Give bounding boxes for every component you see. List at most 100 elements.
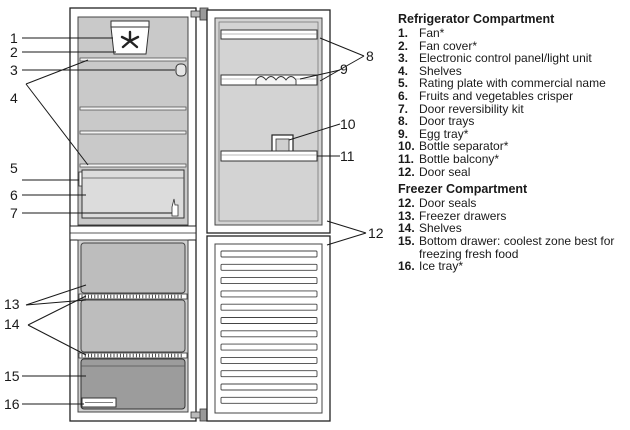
legend-item-number: 9. xyxy=(398,126,409,141)
legend-item-number: 13. xyxy=(398,208,415,223)
legend-item: 10. Bottle separator* xyxy=(398,140,628,153)
freezer-door-rib xyxy=(220,370,318,378)
bottle-balcony xyxy=(220,150,318,162)
callout-7: 7 xyxy=(10,205,18,221)
legend-item-text: Electronic control panel/light unit xyxy=(419,51,592,66)
freezer-door xyxy=(206,235,331,422)
callout-5: 5 xyxy=(10,160,18,176)
legend-item-number: 5. xyxy=(398,76,409,91)
freezer-door-rib xyxy=(220,383,318,391)
legend-item-text: Ice tray* xyxy=(419,259,464,274)
freezer-door-rib xyxy=(220,303,318,311)
legend-item-number: 7. xyxy=(398,101,409,116)
legend-item-number: 4. xyxy=(398,63,409,78)
crisper-drawer xyxy=(81,169,185,219)
fridge-door xyxy=(206,9,331,234)
legend-item-text: Bottle separator* xyxy=(419,139,509,154)
callout-1: 1 xyxy=(10,30,18,46)
legend-item: 2. Fan cover* xyxy=(398,38,628,53)
legend-item: 12. Door seals xyxy=(398,197,628,210)
door-reversibility-kit xyxy=(171,198,179,217)
ice-tray xyxy=(81,397,117,408)
callout-11: 11 xyxy=(340,148,355,164)
legend-item-text: Door trays xyxy=(419,114,475,129)
freezer-door-rib xyxy=(220,263,318,271)
legend-item: 14. Shelves xyxy=(398,222,628,235)
callout-8: 8 xyxy=(366,48,374,64)
legend-item-text: Door reversibility kit xyxy=(419,101,524,116)
callout-10: 10 xyxy=(340,116,356,132)
legend-item-number: 16. xyxy=(398,259,415,274)
legend-item-text: Bottle balcony* xyxy=(419,151,500,166)
callout-9: 9 xyxy=(340,61,348,77)
legend-item: 4. Shelves xyxy=(398,65,628,78)
legend-section-title: Refrigerator Compartment xyxy=(398,12,555,26)
legend-item-number: 11. xyxy=(398,151,415,166)
legend-item: 1. Fan* xyxy=(398,27,628,40)
legend-item-number: 12. xyxy=(398,164,415,179)
callout-2: 2 xyxy=(10,44,18,60)
legend-item: 8. Door trays xyxy=(398,115,628,128)
fan-icon xyxy=(120,30,140,49)
legend-item-text: Shelves xyxy=(419,63,462,78)
legend-item-number: 12. xyxy=(398,196,415,211)
freezer-shelf-1 xyxy=(78,293,188,300)
legend-item-text: Fan* xyxy=(419,26,445,40)
legend-item-text: Freezer drawers xyxy=(419,208,507,223)
callout-3: 3 xyxy=(10,62,18,78)
freezer-door-ribs xyxy=(220,250,318,404)
legend-item-number: 10. xyxy=(398,139,415,154)
legend-item-text: Egg tray* xyxy=(419,126,469,141)
legend-section-title: Freezer Compartment xyxy=(398,182,528,197)
legend-item-number: 15. xyxy=(398,233,415,248)
freezer-door-rib xyxy=(220,343,318,351)
legend-item-number: 8. xyxy=(398,114,409,129)
legend-item: 12. Door seal xyxy=(398,164,628,179)
legend-item: 13. Freezer drawers xyxy=(398,210,628,223)
legend-item-text: Door seal xyxy=(419,164,471,179)
legend-item-text: Door seals xyxy=(419,196,477,211)
legend-item-number: 6. xyxy=(398,88,409,103)
freezer-bottom-drawer xyxy=(80,358,186,410)
legend-item-number: 14. xyxy=(398,221,415,236)
freezer-drawer-middle xyxy=(80,299,186,353)
legend-item-text: Shelves xyxy=(419,221,462,236)
callout-labels: 1 2 3 4 5 6 7 8 9 10 11 12 13 14 15 16 xyxy=(4,30,384,412)
callout-6: 6 xyxy=(10,187,18,203)
fridge-door-seal xyxy=(214,17,323,226)
freezer-door-rib xyxy=(220,277,318,285)
callout-14: 14 xyxy=(4,316,20,332)
freezer-door-rib xyxy=(220,396,318,404)
callout-16: 16 xyxy=(4,396,20,412)
callout-13: 13 xyxy=(4,296,20,312)
callout-12: 12 xyxy=(368,225,384,241)
door-tray-top xyxy=(220,29,318,40)
legend-item-text: Fruits and vegetables crisper xyxy=(419,88,574,103)
legend-item: 7. Door reversibility kit xyxy=(398,101,628,116)
legend-item: 5. Rating plate with commercial name xyxy=(398,77,628,90)
freezer-door-rib xyxy=(220,250,318,258)
legend-item-text: Bottom drawer: coolest zone best for fre… xyxy=(419,233,615,261)
freezer-door-rib xyxy=(220,290,318,298)
legend-item: 15. Bottom drawer: coolest zone best for … xyxy=(398,235,628,260)
legend-item-text: Fan cover* xyxy=(419,38,478,53)
legend-item-text: Rating plate with commercial name xyxy=(419,76,606,91)
legend-item: 9. Egg tray* xyxy=(398,128,628,141)
legend-item: 3. Electronic control panel/light unit xyxy=(398,52,628,65)
freezer-shelf-2 xyxy=(78,352,188,359)
legend-item-number: 3. xyxy=(398,51,409,66)
legend-item-number: 1. xyxy=(398,26,409,40)
fridge-shelves xyxy=(79,57,187,168)
leader-lines xyxy=(22,37,367,405)
legend-item: 6. Fruits and vegetables crisper xyxy=(398,90,628,103)
freezer-door-rib xyxy=(220,356,318,364)
freezer-door-rib xyxy=(220,330,318,338)
callout-15: 15 xyxy=(4,368,20,384)
legend-item-number: 2. xyxy=(398,38,409,53)
freezer-drawer-upper xyxy=(80,242,186,294)
control-panel-light xyxy=(175,63,187,77)
egg-tray xyxy=(255,76,297,86)
